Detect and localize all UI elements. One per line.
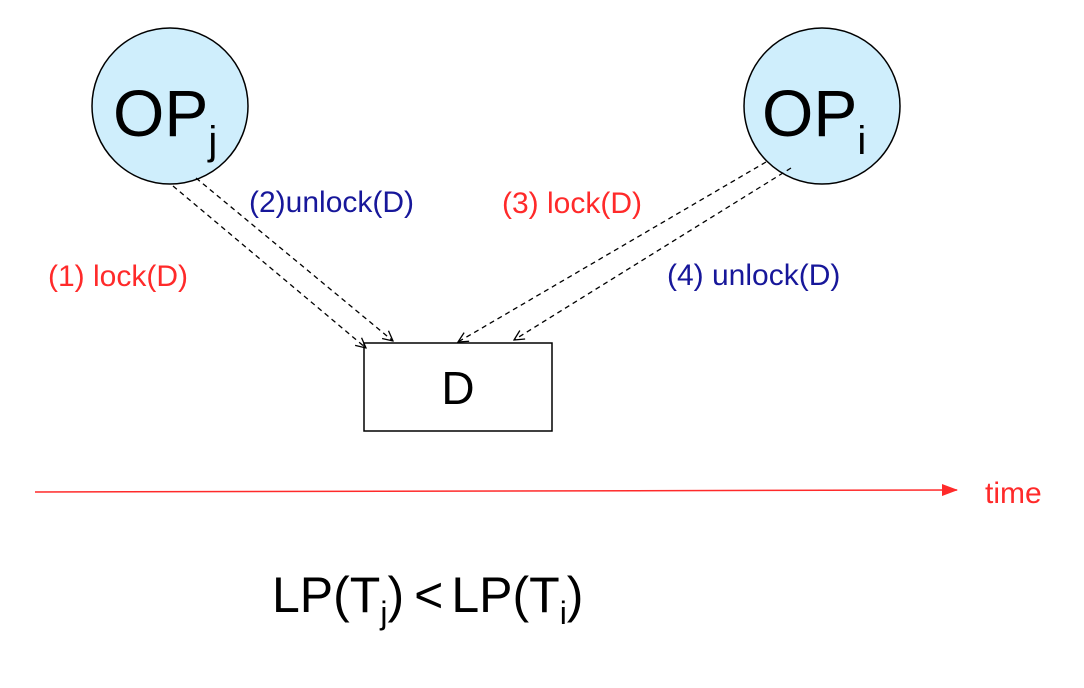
- op-i-circle: [743, 27, 901, 185]
- time-axis-label: time: [985, 477, 1042, 510]
- resource-d-box: [363, 342, 553, 432]
- edge-2-arrow: [195, 177, 393, 341]
- op-i-node: OPi: [743, 27, 901, 185]
- edge-4-label: (4) unlock(D): [667, 259, 840, 292]
- formula-left-prefix: LP(T: [272, 567, 380, 623]
- formula-operator: <: [414, 567, 443, 623]
- formula-left-suffix: ): [387, 567, 404, 623]
- op-j-label-sub: j: [207, 119, 217, 163]
- formula-right-prefix: LP(T: [451, 567, 559, 623]
- priority-formula: LP(Tj)<LP(Ti): [272, 567, 583, 631]
- edge-1-arrow: [172, 185, 366, 348]
- edge-4-arrow: [514, 167, 792, 340]
- op-j-label-base: OP: [113, 76, 208, 150]
- op-i-label-base: OP: [762, 76, 857, 150]
- edge-1-label: (1) lock(D): [48, 260, 188, 293]
- edge-3-arrow: [458, 161, 767, 342]
- resource-d-node: D: [363, 342, 553, 432]
- op-j-circle: [91, 27, 249, 185]
- op-i-label-sub: i: [857, 119, 866, 163]
- formula-right-sub: i: [560, 595, 567, 631]
- op-j-node: OPj: [91, 27, 249, 185]
- resource-d-label: D: [441, 362, 474, 414]
- time-axis-arrow: [34, 484, 958, 497]
- op-i-label: OPi: [762, 76, 866, 163]
- edge-2-label: (2)unlock(D): [249, 186, 414, 219]
- op-j-label: OPj: [113, 76, 217, 163]
- edge-3-label: (3) lock(D): [502, 187, 642, 220]
- formula-right-suffix: ): [567, 567, 584, 623]
- formula-left-sub: j: [379, 595, 387, 631]
